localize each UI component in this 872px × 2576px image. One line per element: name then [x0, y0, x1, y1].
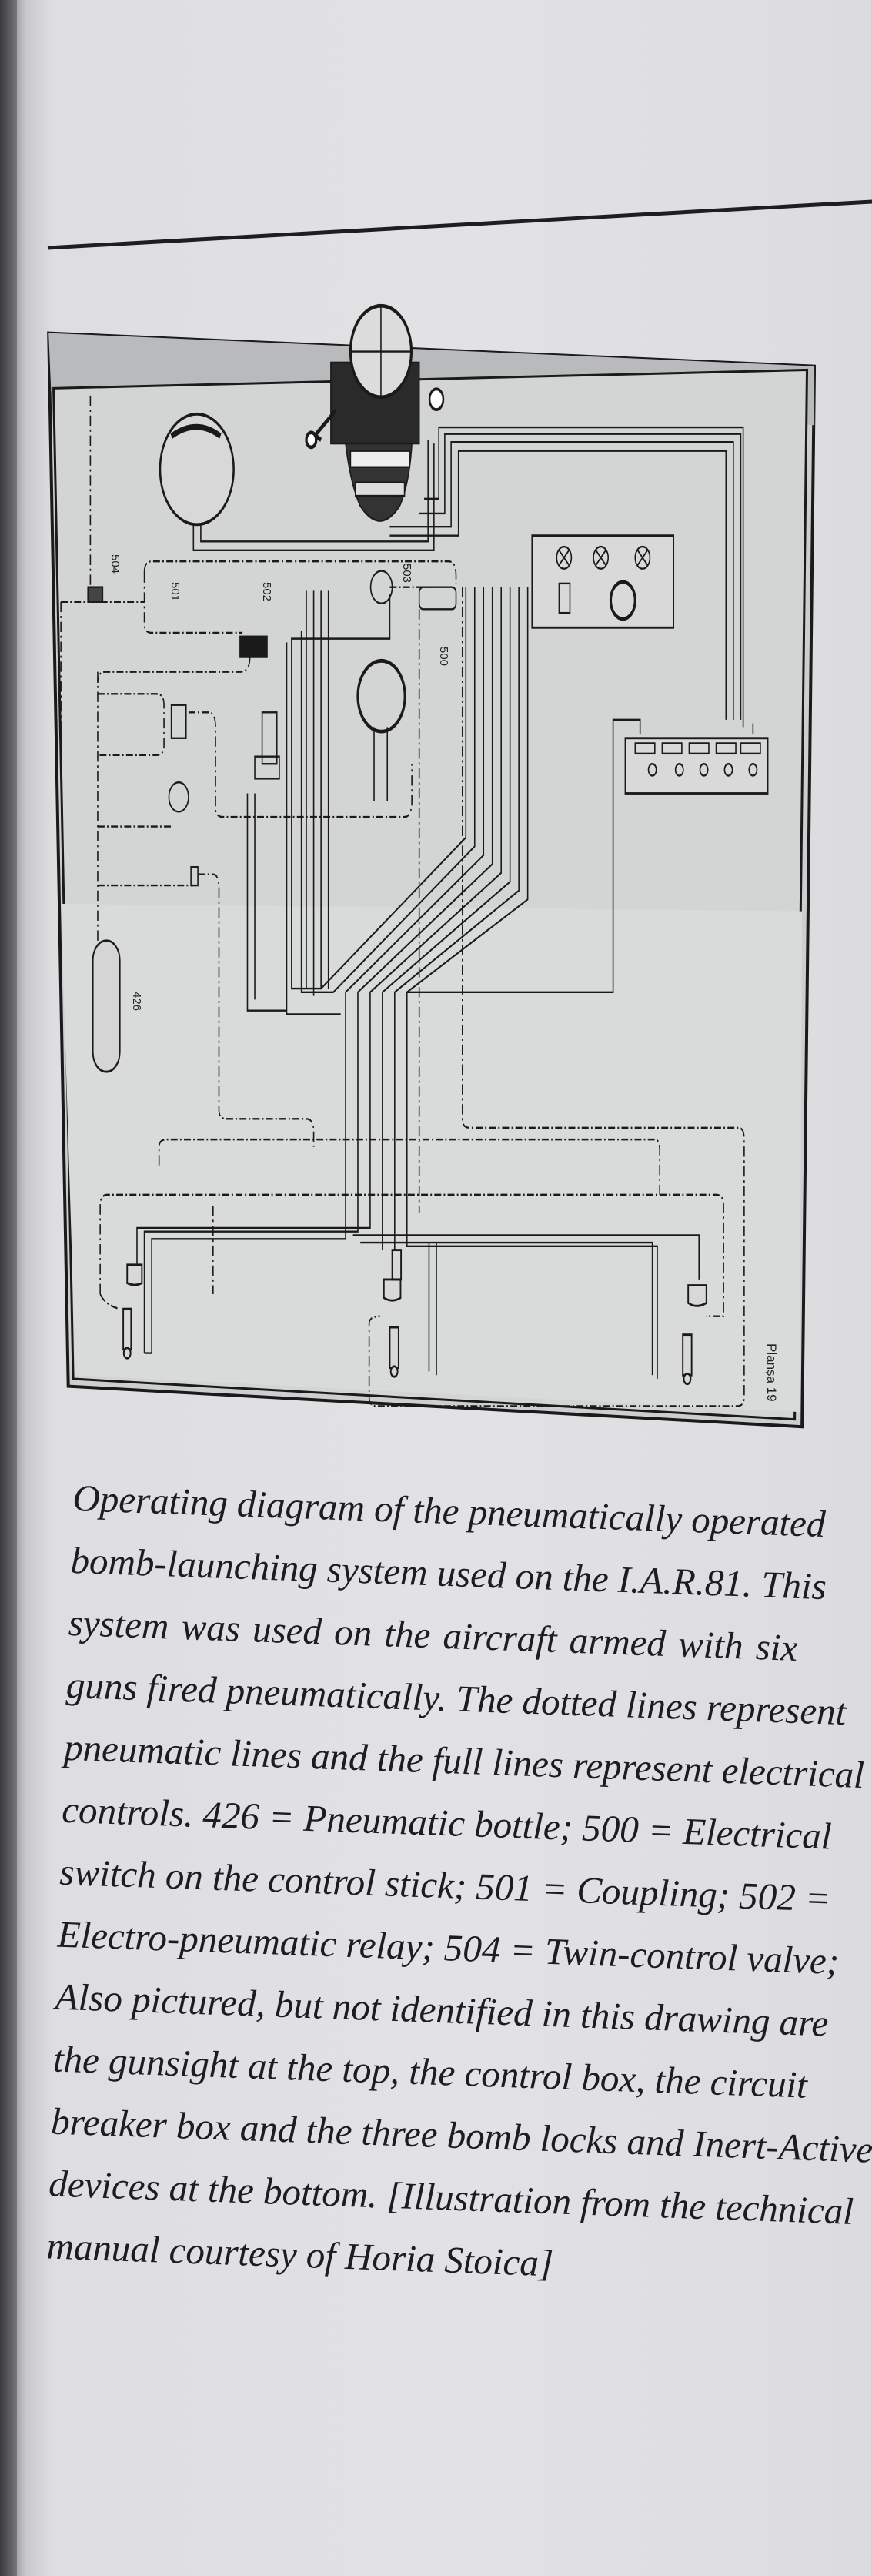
- control-box-icon: [531, 534, 675, 629]
- label-504: 504: [109, 554, 122, 574]
- label-500: 500: [437, 647, 450, 667]
- top-rule: [47, 199, 872, 250]
- bomb-locks-icon: [122, 1249, 707, 1386]
- figure-caption: Operating diagram of the pneumatically o…: [45, 1467, 872, 2302]
- valve-icon: [170, 704, 187, 739]
- relay-icon: [239, 635, 268, 658]
- pneumatic-bottle-icon: [92, 939, 121, 1073]
- circuit-breaker-box-icon: [624, 737, 769, 795]
- label-501: 501: [169, 582, 182, 602]
- plate-number: Planșa 19: [764, 1343, 779, 1402]
- book-spine-shadow: [0, 0, 17, 2576]
- label-426: 426: [130, 992, 143, 1012]
- pneumatic-system-diagram: [46, 303, 816, 1447]
- label-503: 503: [400, 564, 413, 584]
- control-stick-switch-icon: [356, 658, 406, 734]
- label-502: 502: [260, 582, 273, 602]
- gauge-icon: [159, 412, 235, 527]
- twin-control-valve-icon: [87, 586, 104, 603]
- gunsight-icon: [305, 303, 445, 522]
